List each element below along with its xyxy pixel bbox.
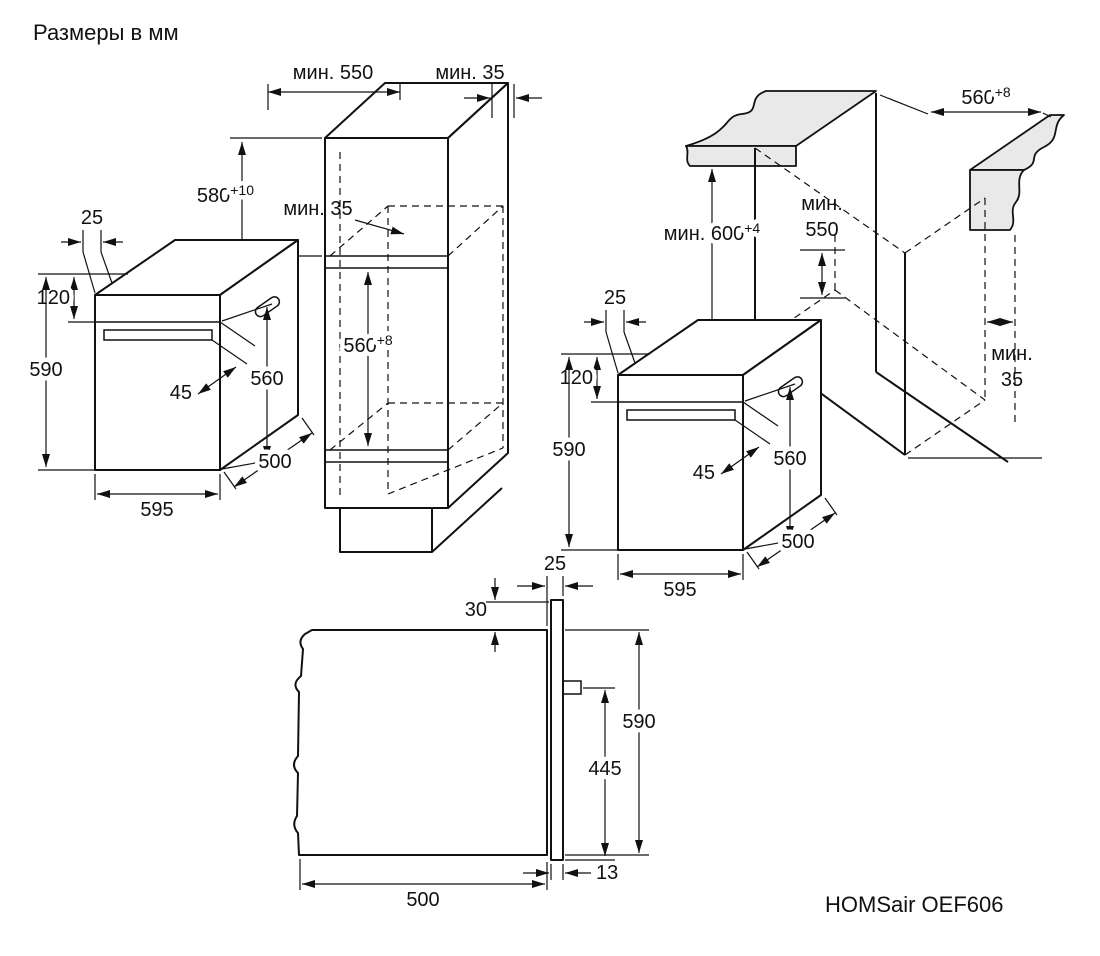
dim-25-label: 25: [81, 207, 103, 229]
worktop-right-slab: [969, 114, 1065, 231]
dim-side-top-gap: 30: [465, 578, 549, 652]
dim-oven-left-height: 590: [25, 277, 95, 471]
oven-handle: [563, 680, 582, 695]
dim-min550-label: мин. 550: [293, 62, 373, 84]
dim-min35-right-label-line2: 35: [1001, 369, 1023, 391]
dim-500-side-label: 500: [406, 889, 439, 911]
dim-base-niche-depth: мин. 550: [800, 193, 845, 299]
dim-560-width-label: 560+8: [961, 84, 1011, 109]
dim-590-label: 590: [29, 359, 62, 381]
dim-580-label: 580+10: [197, 182, 254, 207]
page-title: Размеры в мм: [33, 20, 179, 45]
oven-left: 25 120 590 45: [25, 207, 315, 521]
dim-590-label: 590: [552, 439, 585, 461]
dim-upper-niche-height: 580+10: [192, 137, 322, 257]
dim-oven-left-width: 595: [94, 474, 221, 521]
dim-45-label: 45: [170, 382, 192, 404]
dim-min35-right-label-line1: мин.: [991, 343, 1033, 365]
dim-25-side-label: 25: [544, 553, 566, 575]
dim-side-depth: 500: [299, 859, 548, 911]
dim-oven-right-depth: 500: [746, 497, 838, 570]
dim-niche-height: 560+8: [339, 272, 397, 446]
dim-side-door-offset: 25: [517, 553, 593, 626]
dim-120-label: 120: [37, 287, 70, 309]
dim-560-label: 560: [773, 448, 806, 470]
dim-600-label: мин. 600+4: [664, 220, 761, 245]
dim-base-worktop-height: мин. 600+4: [659, 169, 765, 342]
dim-560-niche-label: 560+8: [343, 332, 393, 357]
dim-oven-right-width: 595: [617, 554, 744, 601]
dim-oven-left-depth: 500: [223, 417, 315, 490]
tall-cabinet-outline: [324, 82, 509, 553]
dim-445-label: 445: [588, 758, 621, 780]
oven-right-outline: [617, 319, 822, 551]
dim-590-side-label: 590: [622, 711, 655, 733]
dim-595-label: 595: [663, 579, 696, 601]
dim-25-label: 25: [604, 287, 626, 309]
dim-side-door-bottom-gap: 13: [523, 862, 618, 884]
dim-560-label: 560: [250, 368, 283, 390]
dim-oven-left-front-overhang: 25: [61, 207, 123, 294]
model-name: HOMSair OEF606: [825, 892, 1004, 917]
dim-oven-left-handle-depth: 45: [170, 321, 256, 404]
dim-oven-right-front-overhang: 25: [584, 287, 646, 374]
dim-45-label: 45: [693, 462, 715, 484]
dim-niche-depth: мин. 550: [267, 62, 401, 110]
dim-rear-gap-top: мин. 35: [435, 62, 542, 118]
dim-oven-right-height: 590: [548, 357, 618, 551]
base-cabinet-view: 560+8 мин. 600+4 мин. 550 мин. 35: [659, 80, 1065, 463]
dim-side-height: 590: [565, 629, 660, 856]
side-view: 25 30 590 445 500: [293, 553, 660, 911]
dim-min35-top-label: мин. 35: [435, 62, 504, 84]
dim-base-niche-width: 560+8: [879, 80, 1052, 118]
dim-min550-right-label-line1: мин.: [801, 193, 843, 215]
oven-door: [550, 599, 564, 861]
side-view-outline: [293, 599, 582, 861]
dim-500-label: 500: [258, 451, 291, 473]
dim-oven-right-body-height: 560: [744, 383, 811, 550]
dim-base-rear-gap: мин. 35: [987, 318, 1033, 391]
dim-13-label: 13: [596, 862, 618, 884]
dim-120-label: 120: [560, 367, 593, 389]
oven-left-outline: [94, 239, 299, 471]
dim-500-label: 500: [781, 531, 814, 553]
dim-shelf-gap: мин. 35: [283, 198, 405, 235]
dim-oven-right-handle-depth: 45: [693, 401, 779, 484]
dim-side-handle-to-bottom: 445: [565, 687, 626, 861]
dim-595-label: 595: [140, 499, 173, 521]
worktop-left-slab: [685, 90, 877, 167]
dim-30-label: 30: [465, 599, 487, 621]
dim-min550-right-label-line2: 550: [805, 219, 838, 241]
dim-min35-shelf-label: мин. 35: [283, 198, 352, 220]
oven-right: 25 120 590 45: [548, 287, 838, 601]
